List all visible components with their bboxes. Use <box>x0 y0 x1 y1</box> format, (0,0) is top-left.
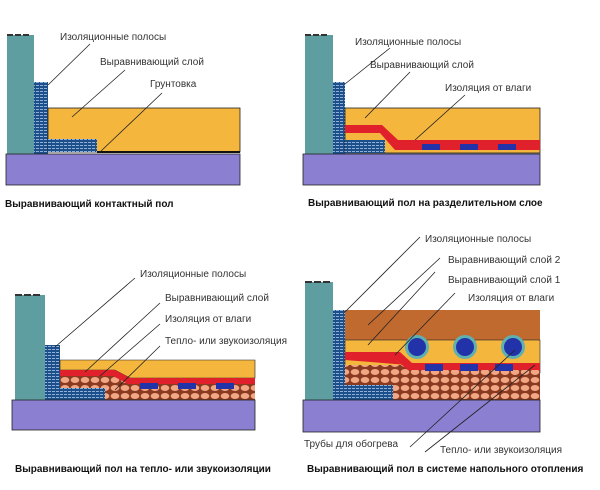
caption: Выравнивающий пол в системе напольного о… <box>307 464 583 475</box>
label: Выравнивающий слой 2 <box>448 255 561 266</box>
label: Грунтовка <box>150 79 197 90</box>
label: Изоляционные полосы <box>425 234 531 245</box>
label: Выравнивающий слой <box>100 57 204 68</box>
label: Тепло- или звукоизоляция <box>440 445 562 456</box>
label: Выравнивающий слой <box>370 60 474 71</box>
insulation-strip <box>34 82 48 154</box>
caption: Выравнивающий пол на разделительном слое <box>308 198 543 209</box>
caption: Выравнивающий контактный пол <box>5 199 174 210</box>
label: Изоляционные полосы <box>355 37 461 48</box>
label: Тепло- или звукоизоляция <box>165 336 287 347</box>
panel-insulation-floor: Изоляционные полосы Выравнивающий слой И… <box>11 269 287 475</box>
heating-pipes <box>405 335 525 359</box>
caption: Выравнивающий пол на тепло- или звукоизо… <box>15 464 271 475</box>
base-slab <box>5 153 241 186</box>
label: Изоляция от влаги <box>165 314 251 325</box>
label: Выравнивающий слой 1 <box>448 275 561 286</box>
label: Изоляция от влаги <box>445 83 531 94</box>
label: Изоляционные полосы <box>140 269 246 280</box>
wall <box>7 35 34 155</box>
label: Изоляция от влаги <box>468 293 554 304</box>
label: Изоляционные полосы <box>60 32 166 43</box>
panel-heated-floor: Изоляционные полосы Выравнивающий слой 2… <box>302 234 583 475</box>
label: Трубы для обогрева <box>304 438 398 450</box>
label: Выравнивающий слой <box>165 293 269 304</box>
panel-separating-layer: Изоляционные полосы Выравнивающий слой И… <box>302 34 543 209</box>
panel-contact-floor: Изоляционные полосы Выравнивающий слой Г… <box>5 32 241 210</box>
